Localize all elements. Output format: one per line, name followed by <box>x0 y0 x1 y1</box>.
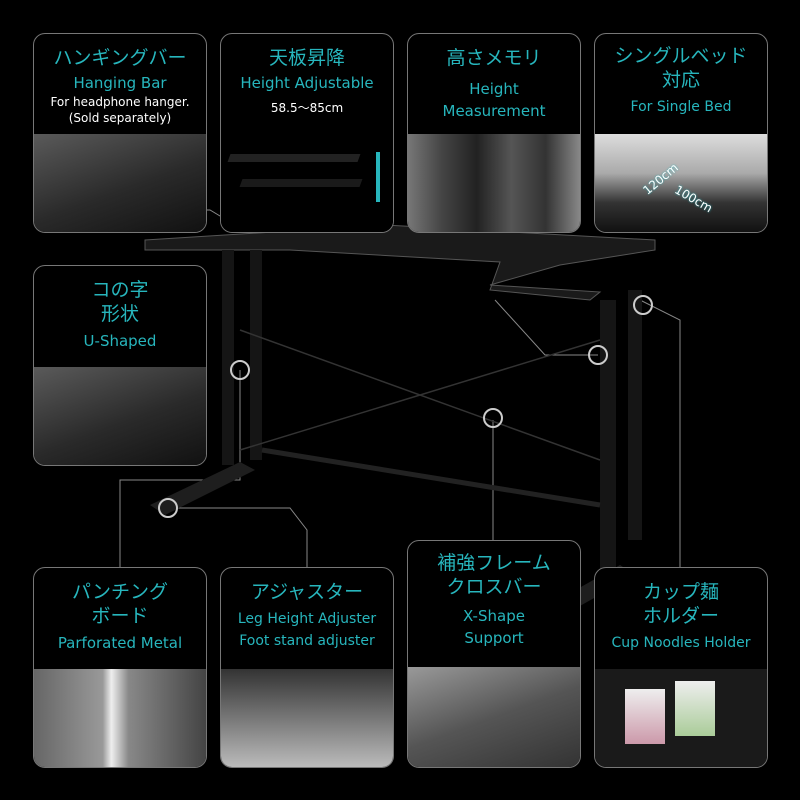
left-leg-front <box>222 250 234 465</box>
crossbar-photo <box>408 667 580 767</box>
card-note: (Sold separately) <box>68 111 172 125</box>
card-u-shaped: コの字 形状 U-Shaped <box>33 265 207 466</box>
card-height-measurement: 高さメモリ Height Measurement <box>407 33 581 233</box>
dimension-label: 100cm <box>672 182 715 216</box>
card-title-jp: パンチング <box>72 581 168 603</box>
card-title-jp: シングルベッド <box>614 45 748 67</box>
callout-circles <box>158 295 653 518</box>
up-arrow-icon <box>376 152 380 202</box>
bed-photo: 120cm 100cm <box>595 134 767 232</box>
card-title-en: Measurement <box>442 102 546 120</box>
desk-top <box>144 224 656 301</box>
perforated-photo <box>34 669 206 767</box>
card-crossbar: 補強フレーム クロスバー X-Shape Support <box>407 540 581 768</box>
height-range: 58.5～85cm <box>270 101 344 115</box>
card-title-jp: 高さメモリ <box>446 47 542 69</box>
cup-image <box>625 689 665 744</box>
card-title-jp: ホルダー <box>642 605 719 627</box>
cup-image <box>675 681 715 736</box>
card-cup-holder: カップ麺 ホルダー Cup Noodles Holder <box>594 567 768 768</box>
card-note: For headphone hanger. <box>50 95 190 109</box>
card-title-en: Cup Noodles Holder <box>611 635 751 651</box>
right-leg-back <box>628 290 642 540</box>
cup-holder-photo <box>595 669 767 767</box>
card-title-en: U-Shaped <box>83 332 157 350</box>
bottom-bar <box>261 447 601 508</box>
card-single-bed: シングルベッド 対応 For Single Bed 120cm 100cm <box>594 33 768 233</box>
card-title-jp: 形状 <box>100 303 139 325</box>
x-crossbar <box>239 329 601 461</box>
card-title-en: Hanging Bar <box>73 74 167 92</box>
right-leg-front <box>600 300 616 580</box>
card-title-en: X-Shape <box>463 607 525 625</box>
left-leg-back <box>250 250 262 460</box>
card-title-en: Height <box>469 80 519 98</box>
card-title-jp: 対応 <box>661 69 700 91</box>
hanging-bar-photo <box>34 134 206 232</box>
card-title-jp: カップ麺 <box>642 581 719 603</box>
card-adjuster: アジャスター Leg Height Adjuster Foot stand ad… <box>220 567 394 768</box>
left-foot <box>150 462 255 515</box>
u-shaped-photo <box>34 367 206 465</box>
callout-lines <box>119 209 681 567</box>
adjuster-photo <box>221 669 393 767</box>
card-title-en: Parforated Metal <box>57 634 183 652</box>
card-height-adjustable: 天板昇降 Height Adjustable 58.5～85cm <box>220 33 394 233</box>
card-title-jp: コの字 <box>91 279 149 301</box>
card-title-jp: ボード <box>91 605 149 627</box>
card-title-en: For Single Bed <box>630 99 732 115</box>
card-title-en: Height Adjustable <box>240 74 374 92</box>
card-hanging-bar: ハンギングバー Hanging Bar For headphone hanger… <box>33 33 207 233</box>
card-title-jp: アジャスター <box>250 581 364 603</box>
card-title-en: Leg Height Adjuster <box>237 611 377 627</box>
height-adjust-photo <box>221 134 393 232</box>
card-perforated: パンチング ボード Parforated Metal <box>33 567 207 768</box>
card-title-jp: 補強フレーム <box>437 552 551 574</box>
measurement-photo <box>408 134 580 232</box>
card-title-jp: 天板昇降 <box>268 47 345 69</box>
card-title-jp: ハンギングバー <box>53 47 187 69</box>
card-title-en: Support <box>464 629 524 647</box>
card-title-jp: クロスバー <box>446 576 542 598</box>
card-title-en: Foot stand adjuster <box>239 633 375 649</box>
